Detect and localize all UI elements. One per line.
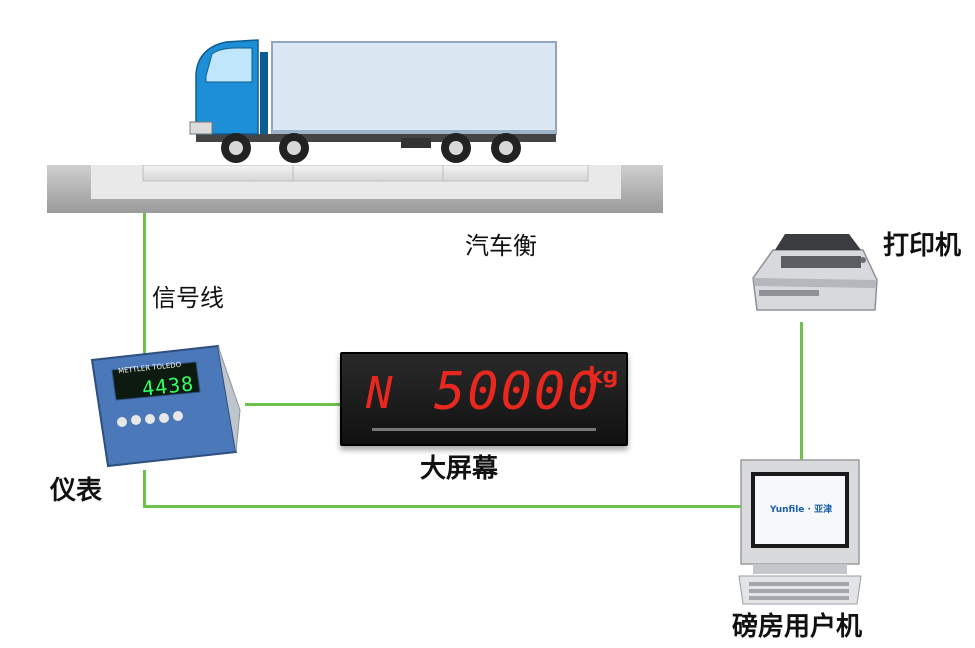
truck-scale-pit (47, 165, 663, 213)
weighing-indicator: METTLER TOLEDO 4438 (78, 340, 243, 470)
label-signal-wire: 信号线 (152, 284, 224, 312)
truck-illustration (186, 30, 566, 170)
big-screen-mode: N (366, 368, 393, 419)
big-screen-unit: kg (588, 364, 619, 389)
label-indicator: 仪表 (50, 476, 103, 506)
label-printer: 打印机 (883, 231, 962, 261)
big-screen-value: 50000 (434, 362, 601, 422)
label-pc: 磅房用户机 (732, 612, 863, 642)
pc-screen-logo: Yunfile · 亚津 (769, 505, 833, 515)
big-screen-bottom-strip (372, 428, 596, 431)
pc-illustration: Yunfile · 亚津 (735, 458, 865, 608)
label-big-screen: 大屏幕 (420, 454, 499, 484)
wire-indicator-to-pc-vertical (143, 470, 146, 508)
wire-printer-to-pc (800, 322, 803, 464)
printer-illustration (745, 228, 880, 323)
label-truck-scale: 汽车衡 (465, 232, 537, 260)
wire-scale-to-indicator (143, 180, 146, 355)
big-screen: N 50000 kg (340, 352, 628, 446)
wire-indicator-to-screen (245, 403, 340, 406)
wire-indicator-to-pc-horizontal (143, 505, 743, 508)
